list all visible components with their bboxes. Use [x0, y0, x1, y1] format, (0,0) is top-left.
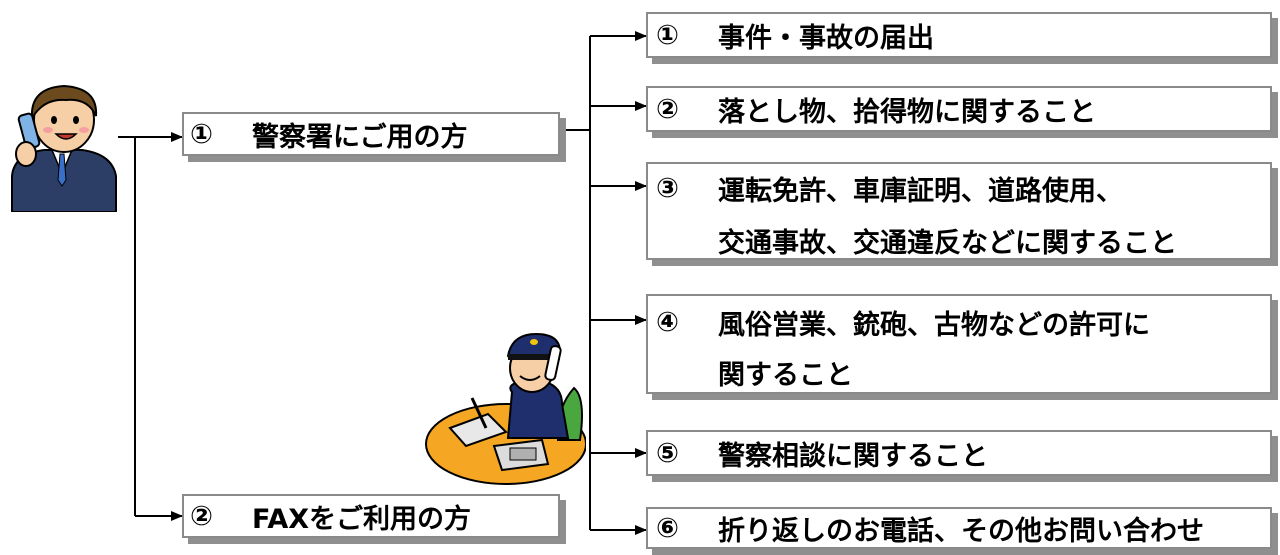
police-officer-illustration: [425, 332, 586, 485]
category-number: ②: [656, 93, 679, 125]
category-number: ⑥: [656, 512, 679, 544]
category-6: ⑥ 折り返しのお電話、その他お問い合わせ: [656, 507, 1204, 549]
entry-box-police-station: [182, 112, 560, 156]
category-2: ② 落とし物、拾得物に関すること: [656, 86, 1096, 132]
category-number: ③: [656, 172, 679, 204]
category-1: ① 事件・事故の届出: [656, 12, 934, 58]
category-box-4: [646, 294, 1272, 394]
category-text: 事件・事故の届出: [718, 22, 934, 54]
category-text: 警察相談に関すること: [718, 440, 988, 472]
category-box-3: [646, 162, 1272, 260]
entry-police-station: ① 警察署にご用の方: [190, 112, 467, 156]
caller-illustration: [11, 84, 117, 212]
category-3-line-2: 交通事故、交通違反などに関すること: [718, 218, 1177, 262]
category-box-6: [646, 507, 1272, 549]
entry-label: 警察署にご用の方: [252, 121, 468, 153]
category-box-5: [646, 430, 1272, 476]
category-number: ①: [656, 19, 679, 51]
entry-box-fax: [182, 494, 560, 538]
category-text: 運転免許、車庫証明、道路使用、: [718, 175, 1123, 207]
category-5: ⑤ 警察相談に関すること: [656, 430, 988, 476]
category-text: 落とし物、拾得物に関すること: [718, 96, 1096, 128]
category-box-1: [646, 12, 1272, 58]
category-text: 交通事故、交通違反などに関すること: [718, 227, 1177, 259]
category-4-line-2: 関すること: [718, 350, 853, 394]
category-3-line-1: ③ 運転免許、車庫証明、道路使用、: [656, 166, 1123, 210]
category-number: ⑤: [656, 437, 679, 469]
category-4-line-1: ④ 風俗営業、銃砲、古物などの許可に: [656, 300, 1150, 344]
category-text: 折り返しのお電話、その他お問い合わせ: [718, 515, 1204, 547]
category-number: ④: [656, 306, 679, 338]
category-box-2: [646, 86, 1272, 132]
entry-number: ②: [190, 500, 213, 532]
entry-fax: ② FAXをご利用の方: [190, 494, 471, 538]
category-text: 風俗営業、銃砲、古物などの許可に: [718, 309, 1150, 341]
entry-number: ①: [190, 118, 213, 150]
category-text: 関すること: [718, 359, 853, 391]
entry-label: FAXをご利用の方: [252, 503, 472, 535]
